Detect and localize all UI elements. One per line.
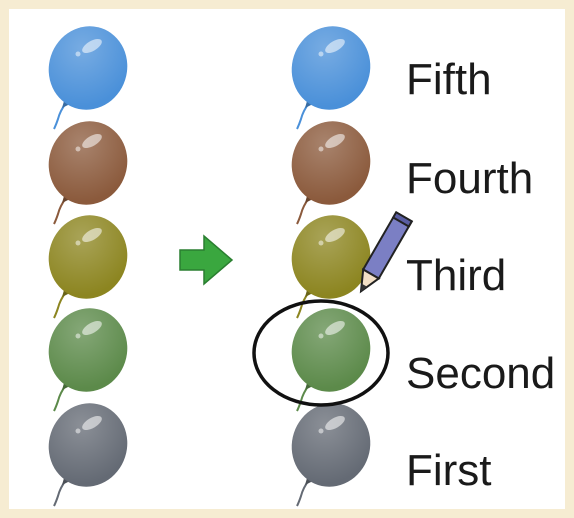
label-third: Third <box>406 251 507 300</box>
left-brown-balloon-icon <box>48 121 128 225</box>
label-fifth: Fifth <box>406 55 492 104</box>
right-balloon-column <box>291 26 371 507</box>
label-fourth: Fourth <box>406 154 534 203</box>
left-olive-balloon-icon <box>48 215 128 319</box>
right-green-balloon-icon <box>291 308 371 412</box>
right-olive-balloon-icon <box>291 215 371 319</box>
left-gray-balloon-icon <box>48 403 128 507</box>
right-brown-balloon-icon <box>291 121 371 225</box>
pencil-icon <box>359 210 414 294</box>
right-gray-balloon-icon <box>291 403 371 507</box>
right-blue-balloon-icon <box>291 26 371 130</box>
left-green-balloon-icon <box>48 308 128 412</box>
circle-highlight-icon <box>252 299 390 407</box>
label-second: Second <box>406 349 556 398</box>
right-arrow-icon <box>179 234 234 286</box>
label-first: First <box>406 446 492 495</box>
left-balloon-column <box>48 26 128 507</box>
left-blue-balloon-icon <box>48 26 128 130</box>
